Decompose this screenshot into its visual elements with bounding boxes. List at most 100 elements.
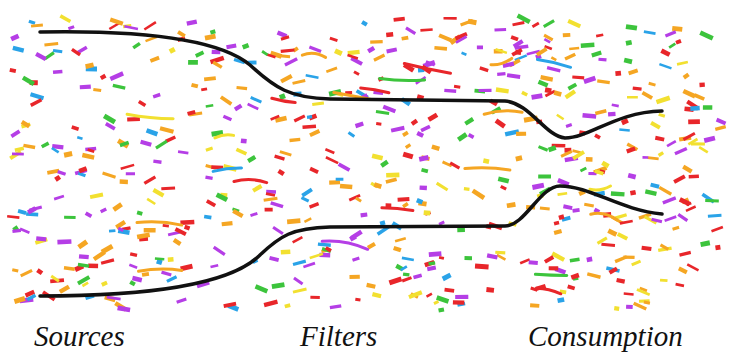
confetti-piece [68,25,75,30]
confetti-piece [210,29,216,34]
stage-label: Filters [300,318,377,354]
stage-label-holder: Filters [300,318,377,358]
confetti-piece [120,164,134,170]
confetti-piece [699,31,713,41]
confetti-piece [15,147,25,152]
confetti-piece [186,19,197,25]
confetti-piece [78,263,90,268]
confetti-piece [660,244,669,251]
confetti-piece [255,284,269,293]
confetti-piece [188,60,198,65]
confetti-piece [294,114,306,122]
confetti-piece [424,260,435,267]
confetti-piece [263,197,277,202]
confetti-piece [688,138,698,146]
confetti-piece [620,220,633,225]
confetti-piece [402,152,413,160]
confetti-streamer [537,59,570,67]
confetti-piece [544,255,554,263]
confetti-piece [252,184,262,193]
confetti-piece [205,175,213,180]
confetti-piece [51,147,59,154]
confetti-piece [270,201,283,208]
confetti-piece [510,35,518,41]
confetti-piece [554,229,563,235]
confetti-piece [627,96,638,99]
confetti-piece [674,147,687,155]
confetti-piece [516,132,526,136]
confetti-streamer [590,186,611,190]
confetti-piece [608,112,616,117]
confetti-piece [545,87,552,93]
confetti-piece [59,14,71,23]
confetti-piece [35,52,47,61]
confetti-piece [563,204,573,210]
confetti-piece [401,36,408,41]
confetti-piece [419,185,427,190]
confetti-piece [77,240,88,250]
confetti-piece [408,290,422,299]
confetti-piece [688,119,700,124]
confetti-piece [140,140,152,147]
confetti-piece [548,145,557,152]
confetti-piece [645,189,657,196]
confetti-piece [247,103,259,110]
confetti-piece [631,260,641,267]
confetti-piece [226,43,236,49]
confetti-piece [468,19,477,25]
confetti-piece [220,95,233,105]
confetti-piece [677,213,688,222]
confetti-piece [532,183,544,190]
confetti-piece [264,300,278,308]
confetti-piece [708,214,722,218]
confetti-streamer [272,98,295,102]
confetti-piece [307,115,312,119]
confetti-piece [326,67,338,74]
confetti-piece [531,93,543,100]
confetti-piece [279,150,291,156]
confetti-piece [626,305,633,309]
confetti-piece [103,114,116,125]
confetti-piece [269,256,279,262]
confetti-piece [443,17,456,20]
confetti-piece [355,197,362,203]
confetti-piece [656,96,671,105]
confetti-piece [330,304,342,309]
confetti-piece [101,258,115,265]
confetti-piece [107,296,121,301]
confetti-piece [159,126,174,134]
confetti-piece [173,238,182,246]
confetti-piece [468,133,475,139]
confetti-piece [376,110,390,115]
confetti-piece [464,256,472,260]
confetti-piece [336,178,344,181]
confetti-piece [479,89,492,92]
confetti-piece [349,275,359,279]
confetti-piece [205,146,213,151]
confetti-piece [461,52,467,56]
confetti-piece [624,292,634,295]
confetti-piece [679,251,691,257]
confetti-piece [234,104,243,112]
confetti-piece [560,150,572,158]
confetti-piece [236,86,247,90]
confetti-piece [453,300,465,305]
confetti-piece [426,293,433,298]
confetti-piece [564,89,576,99]
confetti-streamer [535,274,566,275]
confetti-piece [312,102,324,107]
confetti-piece [20,227,30,234]
confetti-piece [582,113,596,119]
confetti-piece [102,172,116,179]
confetti-piece [112,202,123,211]
confetti-piece [386,47,397,53]
confetti-piece [191,83,198,88]
confetti-piece [507,73,521,79]
confetti-piece [633,86,642,90]
confetti-piece [393,17,405,22]
confetti-piece [23,144,35,150]
confetti-piece [711,226,723,233]
confetti-streamer [361,88,389,93]
confetti-piece [10,130,20,138]
confetti-piece [150,56,160,63]
